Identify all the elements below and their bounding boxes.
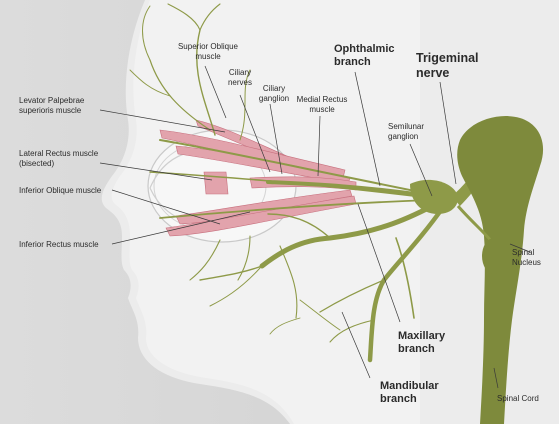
label-semilunar-ganglion: Semilunar ganglion bbox=[388, 122, 438, 141]
label-maxillary-branch: Maxillary branch bbox=[398, 330, 458, 356]
label-ciliary-ganglion: Ciliary ganglion bbox=[254, 84, 294, 103]
label-lateral-rectus: Lateral Rectus muscle (bisected) bbox=[19, 149, 119, 168]
label-spinal-cord: Spinal Cord bbox=[497, 394, 557, 404]
label-mandibular-branch: Mandibular branch bbox=[380, 380, 450, 406]
label-superior-oblique-muscle: Superior Oblique muscle bbox=[172, 42, 244, 61]
label-inferior-rectus: Inferior Rectus muscle bbox=[19, 240, 119, 250]
label-medial-rectus-muscle: Medial Rectus muscle bbox=[296, 95, 348, 114]
label-trigeminal-nerve: Trigeminal nerve bbox=[416, 51, 496, 81]
label-spinal-nucleus: Spinal Nucleus bbox=[512, 248, 552, 267]
label-ophthalmic-branch: Ophthalmic branch bbox=[334, 43, 414, 69]
lateral-rectus-bisected bbox=[204, 172, 228, 194]
label-levator-palpebrae: Levator Palpebrae superioris muscle bbox=[19, 96, 119, 115]
nucleus-bulge bbox=[482, 238, 506, 274]
label-inferior-oblique: Inferior Oblique muscle bbox=[19, 186, 119, 196]
